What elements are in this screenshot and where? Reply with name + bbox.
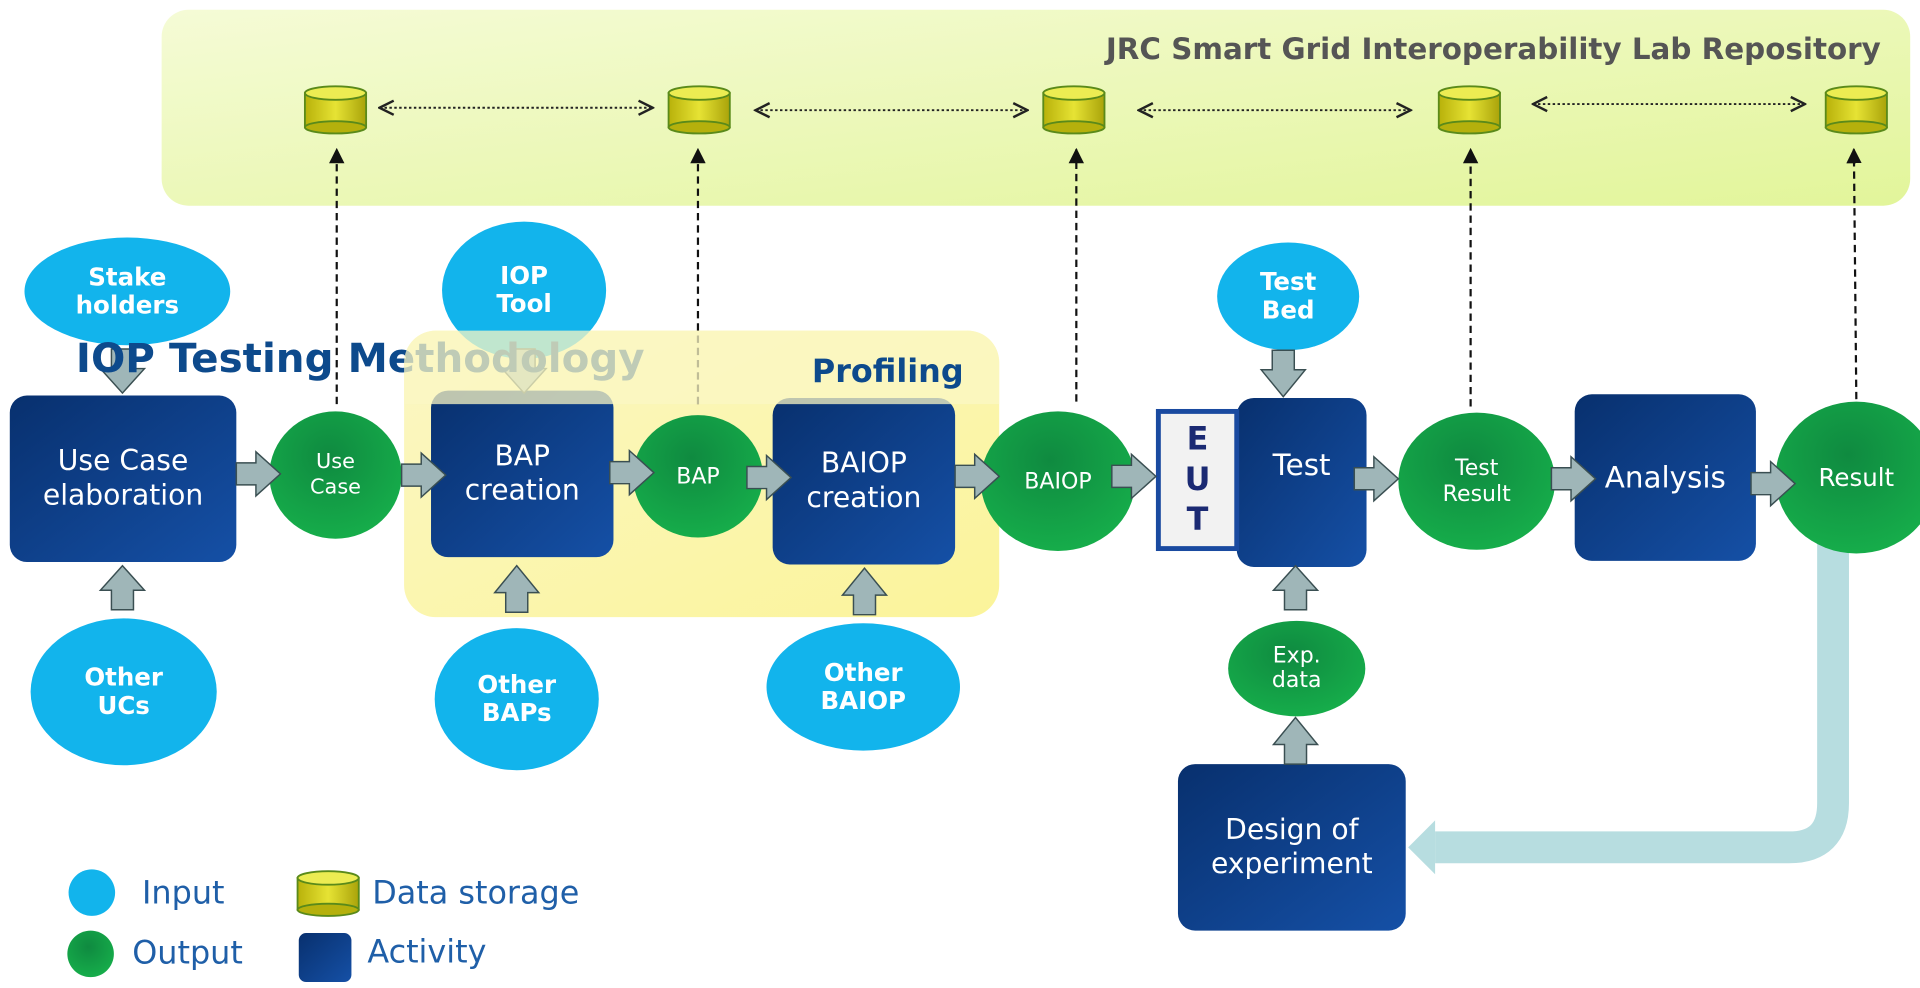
storage-cylinder [667,85,731,135]
activity-design-label: Design of experiment [1210,814,1373,881]
profiling-band-veil [404,330,1000,405]
output-use-case [269,411,402,539]
input-other-ucs-label: Other UCs [84,662,163,721]
legend-input-swatch [68,869,116,916]
flow-arrow [746,453,793,502]
output-bap [633,415,763,538]
eut-letter: U [1184,461,1211,499]
flow-arrow [235,450,282,498]
feedback-arrow [1435,538,1849,864]
output-exp-data [1228,620,1366,717]
input-other-baiop-label: Other BAIOP [820,657,907,716]
output-result-label: Result [1818,462,1895,493]
output-test-result-label: Test Result [1442,455,1511,507]
input-arrow [840,567,889,616]
output-exp-data-label: Exp. data [1271,642,1322,694]
input-iop-tool [442,221,607,359]
input-stakeholders-label: Stake holders [75,262,180,320]
legend-output-swatch [67,930,114,978]
input-arrow [98,564,147,611]
input-other-baps-label: Other BAPs [477,669,557,728]
input-test-bed [1217,242,1360,351]
flow-arrow [1750,459,1797,508]
activity-design [1177,764,1406,931]
output-result [1775,401,1920,554]
eut-box [1155,408,1240,552]
legend-activity-swatch [298,933,352,983]
storage-cylinder [303,85,368,135]
input-arrow [493,564,541,613]
storage-cylinder [1437,85,1501,135]
input-other-baiop [766,623,961,751]
legend-output-label: Output [132,935,243,973]
flow-arrow [1111,452,1158,501]
input-arrow [1271,716,1320,765]
activity-use-case [9,395,237,563]
output-bap-label: BAP [676,463,720,490]
activity-baiop [772,397,956,565]
flow-arrow [1353,455,1400,503]
flow-arrow [609,448,655,497]
eut-letter: T [1186,502,1209,539]
input-other-baps [434,628,599,771]
legend-storage-swatch [296,870,360,917]
input-test-bed-label: Test Bed [1259,266,1317,325]
output-use-case-label: Use Case [310,449,361,500]
storage-cylinder [1042,85,1106,135]
profiling-label: Profiling [811,353,964,391]
store-arrow [1846,147,1862,400]
input-arrow [1271,564,1320,611]
repository-title: JRC Smart Grid Interoperability Lab Repo… [1104,32,1881,66]
flow-arrow [954,452,1001,501]
activity-baiop-label: BAIOP creation [806,448,922,515]
eut-letter: E [1186,421,1209,458]
input-stakeholders [24,237,231,346]
input-iop-tool-label: IOP Tool [496,260,552,319]
output-test-result [1398,412,1556,550]
activity-test [1236,397,1367,567]
legend-activity-label: Activity [367,934,487,972]
flow-arrow [1550,455,1597,503]
input-arrow [98,348,147,395]
input-other-ucs [30,618,217,766]
storage-cylinder [1824,85,1888,135]
input-arrow [1259,349,1307,398]
activity-test-label: Test [1272,448,1331,483]
legend-input-label: Input [142,875,225,913]
output-baiop [980,411,1136,552]
activity-use-case-label: Use Case elaboration [42,445,204,512]
flow-arrow [400,451,447,499]
activity-bap-label: BAP creation [464,440,580,507]
feedback-arrowhead [1408,820,1436,875]
output-baiop-label: BAIOP [1024,468,1092,495]
activity-bap [431,390,614,558]
activity-analysis-label: Analysis [1604,460,1726,495]
legend-storage-label: Data storage [372,875,580,913]
activity-analysis [1574,394,1756,561]
